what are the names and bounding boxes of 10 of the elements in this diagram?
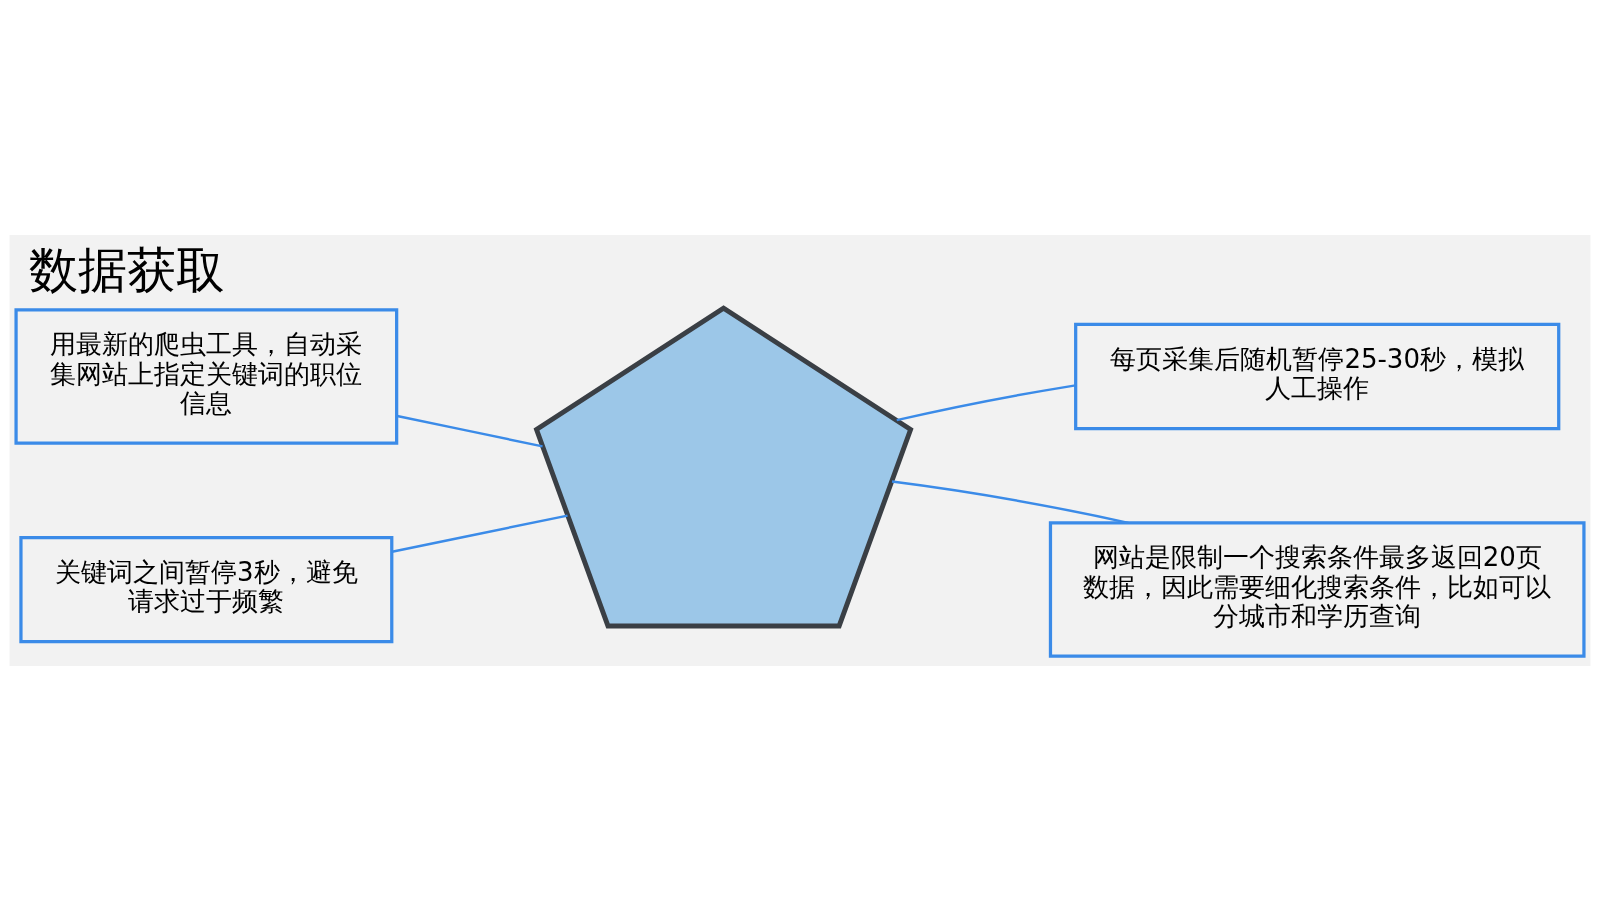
node-box: 每页采集后随机暂停25-30秒，模拟人工操作 [1074, 322, 1561, 430]
node-box: 网站是限制一个搜索条件最多返回20页数据，因此需要细化搜索条件，比如可以分城市和学历查询 [1048, 520, 1586, 658]
connector [891, 479, 1129, 524]
node-pentagon [533, 304, 914, 628]
node-box: 关键词之间暂停3秒，避免请求过于频繁 [19, 535, 394, 643]
connector [391, 513, 568, 553]
node-box: 用最新的爬虫工具，自动采集网站上指定关键词的职位信息 [14, 307, 399, 445]
connector [896, 383, 1076, 421]
diagram-title: 数据获取 [29, 241, 226, 299]
connector [396, 414, 543, 448]
